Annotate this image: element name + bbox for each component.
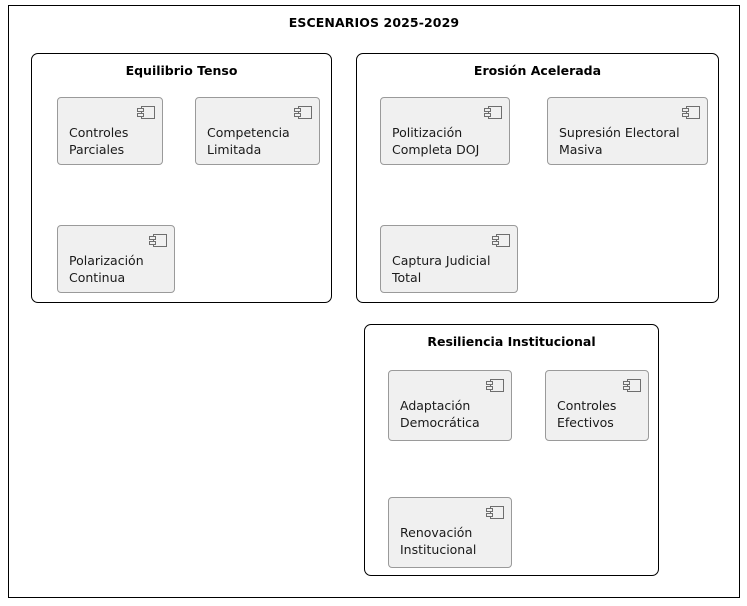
uml-component-icon	[623, 377, 641, 392]
uml-component-icon	[484, 104, 502, 119]
component-label: Adaptación Democrática	[400, 398, 480, 430]
component-label: Captura Judicial Total	[392, 253, 491, 285]
component-label: Controles Parciales	[69, 125, 129, 157]
component-label: Politización Completa DOJ	[392, 125, 480, 157]
component-renovacion-institucional[interactable]: Renovación Institucional	[388, 497, 512, 568]
component-captura-judicial-total[interactable]: Captura Judicial Total	[380, 225, 518, 293]
uml-component-icon	[137, 104, 155, 119]
diagram-outer-frame: ESCENARIOS 2025-2029 Equilibrio Tenso Co…	[8, 5, 740, 598]
uml-component-icon	[492, 232, 510, 247]
component-politizacion-completa-doj[interactable]: Politización Completa DOJ	[380, 97, 510, 165]
component-label: Renovación Institucional	[400, 525, 477, 557]
component-polarizacion-continua[interactable]: Polarización Continua	[57, 225, 175, 293]
uml-component-icon	[149, 232, 167, 247]
component-label: Controles Efectivos	[557, 398, 617, 430]
uml-component-icon	[682, 104, 700, 119]
group-title-equilibrio-tenso: Equilibrio Tenso	[125, 63, 238, 78]
component-label: Supresión Electoral Masiva	[559, 125, 680, 157]
uml-component-icon	[486, 377, 504, 392]
component-controles-efectivos[interactable]: Controles Efectivos	[545, 370, 649, 441]
component-competencia-limitada[interactable]: Competencia Limitada	[195, 97, 320, 165]
component-label: Polarización Continua	[69, 253, 144, 285]
group-title-erosion-acelerada: Erosión Acelerada	[473, 63, 602, 78]
diagram-title: ESCENARIOS 2025-2029	[288, 15, 460, 30]
uml-component-icon	[294, 104, 312, 119]
component-supresion-electoral-masiva[interactable]: Supresión Electoral Masiva	[547, 97, 708, 165]
group-title-resiliencia-institucional: Resiliencia Institucional	[427, 334, 596, 349]
component-controles-parciales[interactable]: Controles Parciales	[57, 97, 163, 165]
uml-component-icon	[486, 504, 504, 519]
component-label: Competencia Limitada	[207, 125, 290, 157]
component-adaptacion-democratica[interactable]: Adaptación Democrática	[388, 370, 512, 441]
